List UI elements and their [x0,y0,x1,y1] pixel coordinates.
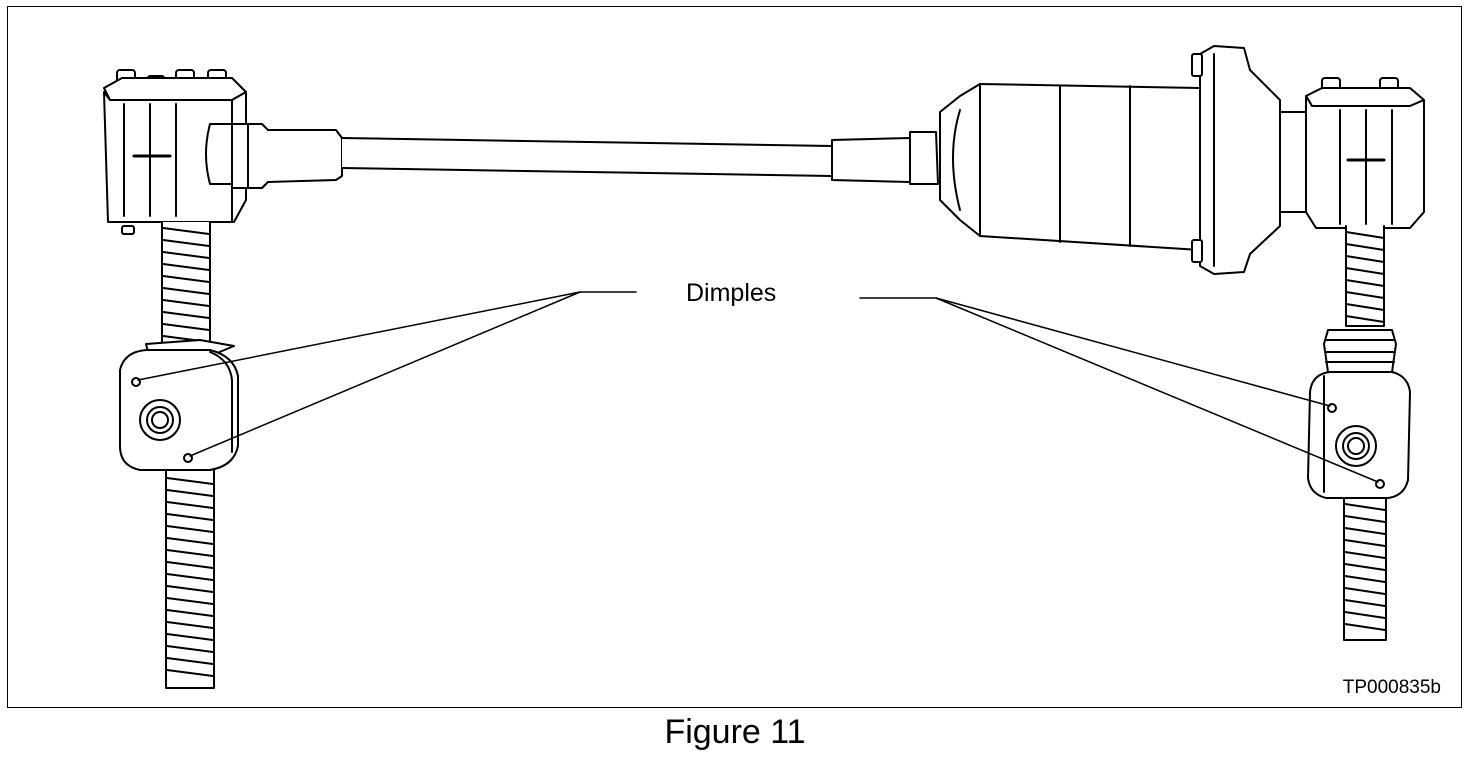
left-gearbox [103,69,247,235]
figure-caption: Figure 11 [664,713,806,751]
left-nut-block [119,339,239,471]
drive-shaft [231,123,939,189]
dimples-callout-label: Dimples [686,279,777,307]
right-leadscrew [1323,225,1397,641]
left-leadscrew [161,221,215,689]
motor [939,45,1317,275]
right-gearbox [1305,77,1425,229]
right-nut-block [1307,371,1411,499]
callout-leaders [137,291,1379,483]
reference-code: TP000835b [1342,677,1441,698]
